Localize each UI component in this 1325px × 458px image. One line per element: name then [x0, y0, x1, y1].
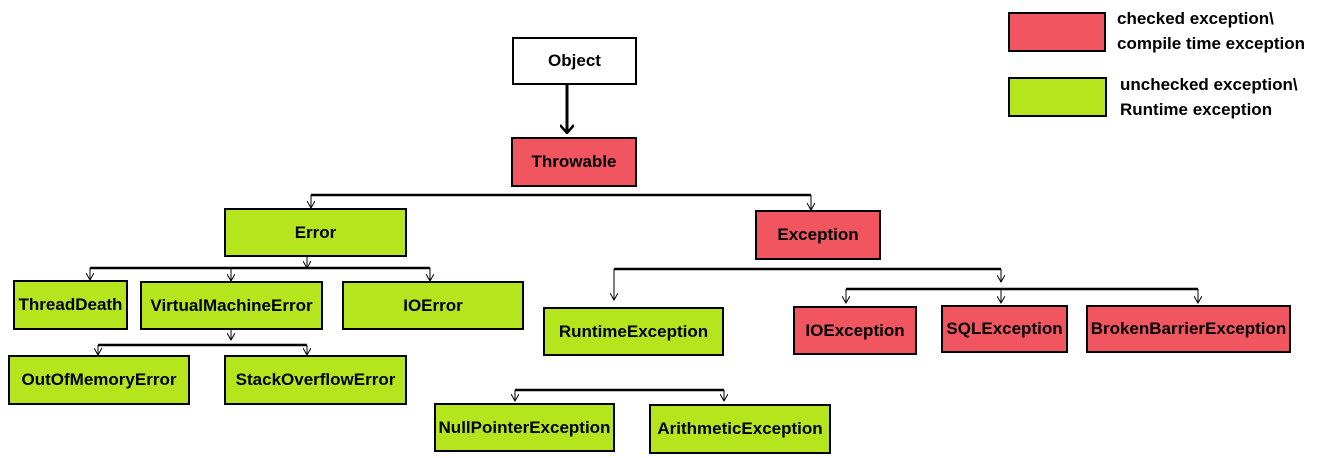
- node-sqlexception: SQLException: [941, 305, 1068, 353]
- node-threaddeath: ThreadDeath: [13, 280, 128, 330]
- node-nullpointerexception: NullPointerException: [434, 403, 615, 452]
- node-stackoverflowerror: StackOverflowError: [224, 355, 407, 405]
- node-ioerror: IOError: [342, 281, 524, 330]
- legend-swatch-unchecked: [1008, 77, 1107, 117]
- node-object: Object: [512, 37, 637, 85]
- legend-label-unchecked: unchecked exception\ Runtime exception: [1120, 72, 1298, 122]
- node-outofmemoryerror: OutOfMemoryError: [8, 355, 190, 405]
- legend-unchecked-line1: unchecked exception\: [1120, 75, 1298, 94]
- node-ioexception: IOException: [793, 306, 917, 355]
- legend-label-checked: checked exception\ compile time exceptio…: [1117, 6, 1305, 56]
- legend-unchecked-line2: Runtime exception: [1120, 100, 1273, 119]
- legend-checked-line1: checked exception\: [1117, 9, 1274, 28]
- node-exception: Exception: [755, 210, 881, 260]
- legend-checked-line2: compile time exception: [1117, 34, 1305, 53]
- node-throwable: Throwable: [511, 137, 637, 187]
- node-error: Error: [224, 208, 407, 257]
- node-arithmeticexception: ArithmeticException: [649, 404, 831, 454]
- node-virtualmachineerror: VirtualMachineError: [140, 281, 323, 330]
- legend-swatch-checked: [1008, 12, 1106, 52]
- node-brokenbarrierexception: BrokenBarrierException: [1086, 305, 1291, 353]
- node-runtimeexception: RuntimeException: [543, 307, 724, 356]
